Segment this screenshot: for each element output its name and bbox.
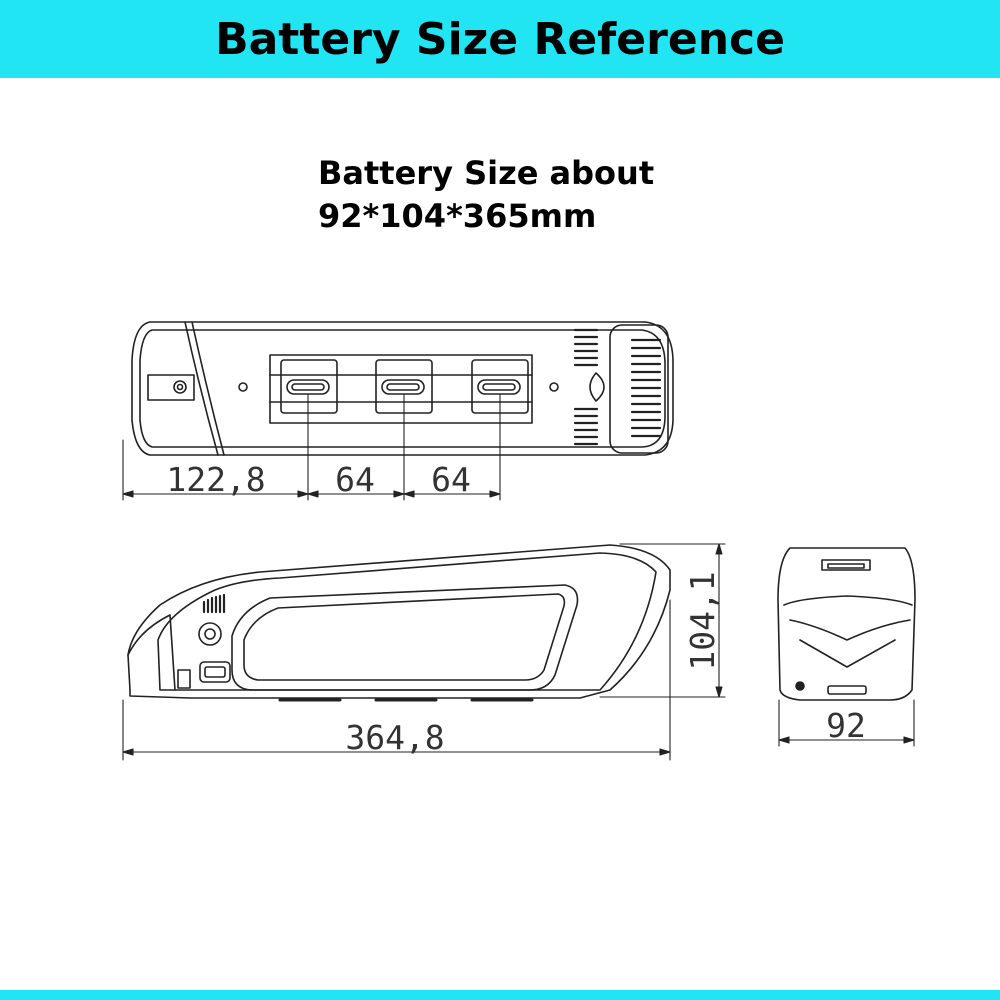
dim-label-length: 364,8 bbox=[345, 718, 444, 757]
size-description-line1: Battery Size about bbox=[318, 154, 655, 192]
battery-side-view bbox=[127, 544, 671, 702]
top-view-dimension-lines bbox=[122, 394, 501, 501]
footer-bar bbox=[0, 990, 1000, 1000]
dim-label-spacing-1: 64 bbox=[335, 460, 375, 499]
size-description-line2: 92*104*365mm bbox=[318, 197, 597, 235]
battery-top-view bbox=[131, 321, 674, 456]
mount-slot-1 bbox=[280, 359, 338, 414]
dim-label-height: 104,1 bbox=[683, 571, 722, 670]
battery-end-view bbox=[777, 547, 916, 701]
size-description: Battery Size about 92*104*365mm bbox=[318, 152, 654, 238]
dim-label-offset: 122,8 bbox=[166, 460, 265, 499]
header-banner: Battery Size Reference bbox=[0, 0, 1000, 78]
dim-label-width: 92 bbox=[826, 706, 866, 745]
page-title: Battery Size Reference bbox=[215, 13, 785, 65]
dim-label-spacing-2: 64 bbox=[431, 460, 471, 499]
side-view-dimension-lines bbox=[122, 543, 726, 761]
end-view-dimension-lines bbox=[778, 699, 915, 747]
